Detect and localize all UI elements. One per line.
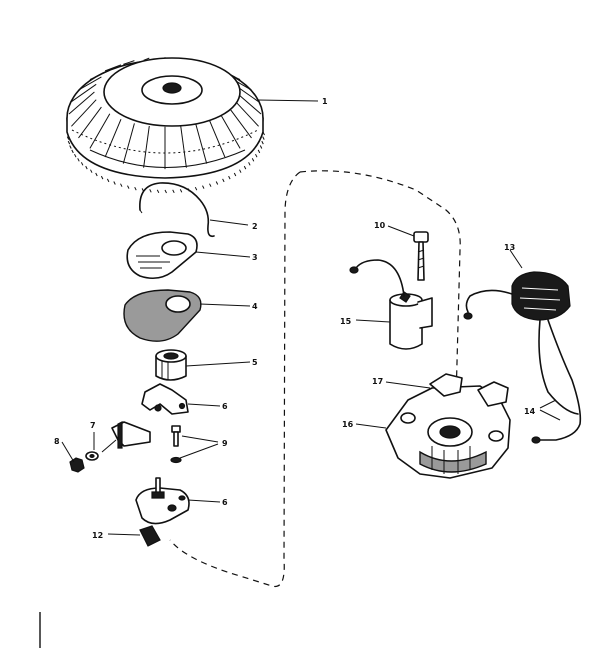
flywheel-fin: [228, 106, 252, 139]
ignition-coil: [463, 271, 582, 444]
lockwasher: [170, 456, 182, 464]
flywheel-fin: [104, 64, 122, 72]
callout-4: 4: [252, 302, 258, 311]
flywheel-tooth: [164, 189, 167, 194]
flywheel-fin: [89, 113, 111, 149]
flywheel-tooth: [149, 189, 152, 193]
flywheel-tooth: [262, 136, 265, 140]
callout-13: 13: [504, 243, 515, 252]
flywheel-tooth: [202, 185, 205, 189]
assembly-outline: [169, 170, 461, 588]
flywheel-tooth: [156, 189, 160, 194]
flywheel-fin: [104, 119, 122, 158]
flywheel-tooth: [134, 186, 137, 191]
callout-15: 15: [340, 317, 352, 326]
flywheel-tooth: [172, 189, 175, 194]
flywheel-tooth: [106, 178, 110, 183]
flywheel-tooth: [233, 172, 237, 177]
spring-clip: [139, 182, 215, 238]
flywheel-fin: [195, 123, 208, 164]
base-plate: [135, 477, 190, 525]
callout-12: 12: [92, 531, 103, 540]
callout-10: 10: [374, 221, 386, 230]
condenser-screw: [413, 231, 429, 281]
flywheel-tooth: [257, 149, 261, 154]
flywheel-tooth: [228, 175, 231, 180]
flywheel-tooth: [69, 145, 72, 149]
callout-1: 1: [322, 97, 328, 106]
contact-bracket: [101, 421, 151, 453]
flywheel-fin: [78, 76, 102, 91]
flywheel-tooth: [100, 175, 104, 180]
breaker-arm: [141, 383, 189, 415]
retainer-clip: [139, 525, 161, 547]
callout-6-lower: 6: [222, 498, 228, 507]
flywheel-fin: [180, 125, 187, 168]
flywheel-tooth: [259, 145, 263, 149]
gasket: [123, 289, 202, 342]
flywheel-tooth: [243, 165, 247, 170]
callout-9: 9: [222, 439, 228, 448]
armature-base: [385, 373, 511, 479]
callout-3: 3: [252, 253, 258, 262]
flywheel-tooth: [261, 140, 264, 145]
flywheel-tooth: [80, 162, 84, 166]
flywheel-fin: [78, 106, 102, 139]
flywheel: [66, 57, 265, 194]
flywheel-fin: [71, 99, 97, 127]
flywheel-tooth: [66, 136, 70, 140]
flywheel-tooth: [85, 165, 88, 170]
mounting-plate: [126, 231, 198, 280]
screw: [171, 425, 181, 447]
flywheel-tooth: [239, 169, 242, 173]
callout-labels: 1 2 3 4 5 6 7 8 9 6 12 10 13 15 17 16 14: [54, 97, 536, 540]
flywheel-fin: [89, 69, 111, 81]
flywheel-fin: [233, 99, 259, 127]
flywheel-tooth: [262, 131, 265, 136]
flywheel-fin: [219, 113, 241, 149]
flywheel-tooth: [77, 158, 80, 162]
flywheel-tooth: [113, 181, 116, 185]
callout-6-upper: 6: [222, 402, 228, 411]
washer: [85, 451, 99, 461]
flywheel-tooth: [71, 149, 74, 154]
flywheel-tooth: [248, 162, 251, 166]
flywheel-tooth: [215, 181, 219, 185]
callout-8: 8: [54, 437, 60, 446]
callout-5: 5: [252, 358, 258, 367]
callout-17: 17: [372, 377, 383, 386]
flywheel-fin: [71, 83, 97, 103]
flywheel-tooth: [179, 189, 183, 193]
leader-lines: [61, 99, 561, 536]
flywheel-fin: [68, 91, 95, 115]
flywheel-tooth: [222, 178, 225, 183]
hex-nut: [69, 457, 85, 473]
flywheel-tooth: [74, 153, 77, 158]
callout-14: 14: [524, 407, 536, 416]
flywheel-tooth: [194, 186, 198, 191]
flywheel-fin: [143, 125, 150, 168]
flywheel-tooth: [251, 158, 255, 162]
flywheel-tooth: [127, 185, 130, 189]
bushing: [155, 349, 187, 381]
callout-7: 7: [90, 421, 96, 430]
flywheel-tooth: [209, 183, 212, 187]
flywheel-tooth: [67, 140, 71, 145]
flywheel-tooth: [95, 172, 98, 177]
flywheel-tooth: [120, 183, 123, 187]
callout-2: 2: [252, 222, 258, 231]
condenser: [349, 259, 433, 350]
callout-16: 16: [342, 420, 354, 429]
flywheel-fin: [123, 60, 135, 65]
flywheel-fin: [208, 119, 226, 158]
flywheel-tooth: [255, 153, 258, 158]
flywheel-tooth: [90, 169, 93, 173]
flywheel-fin: [143, 57, 150, 61]
flywheel-fin: [122, 123, 135, 164]
